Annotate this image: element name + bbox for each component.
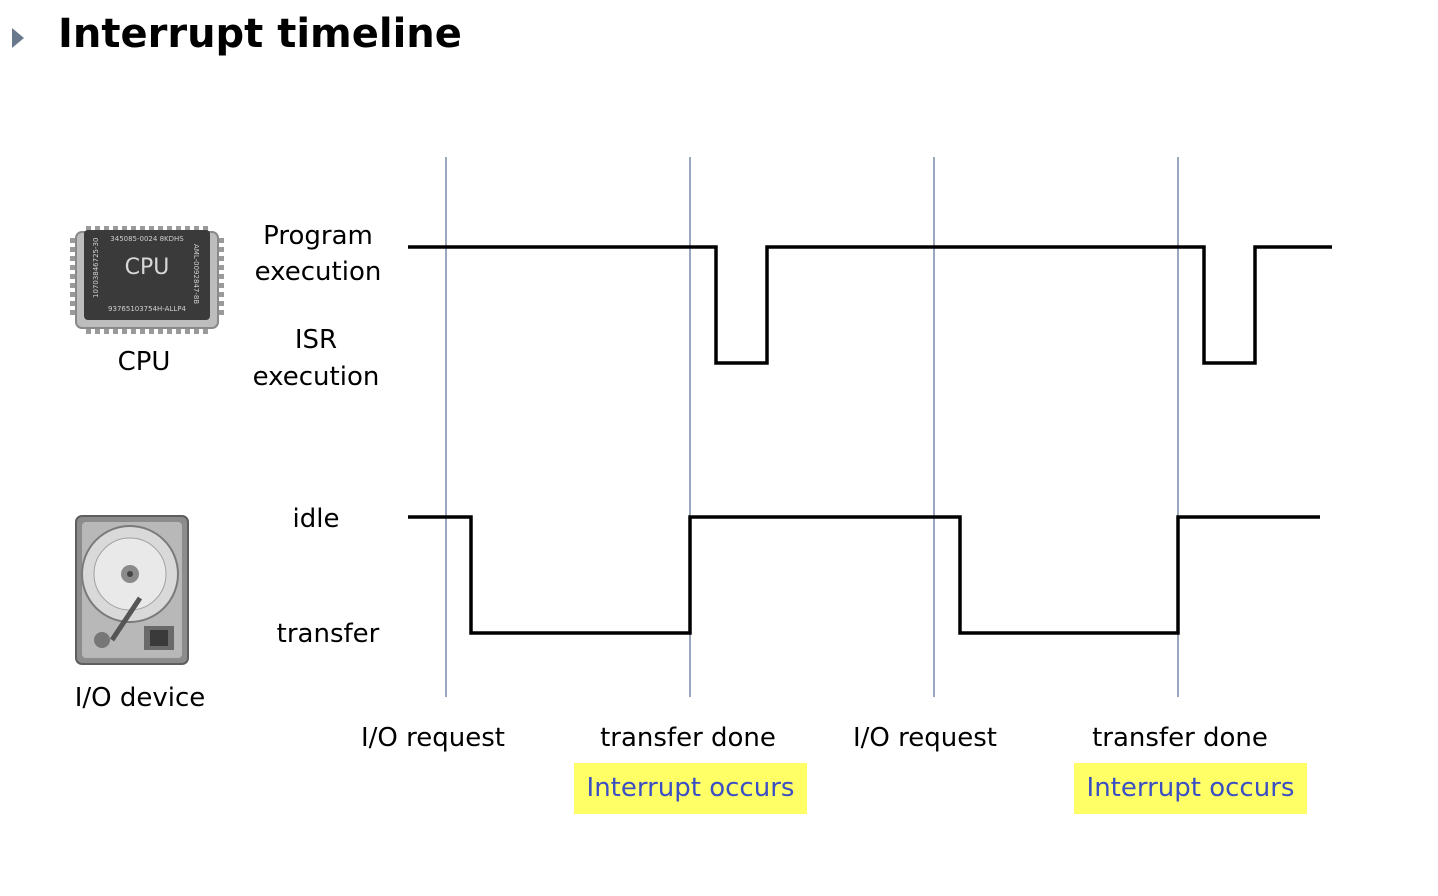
- program-execution-label-line1: Program: [263, 221, 373, 251]
- chip-pin: [70, 265, 78, 270]
- chip-pin: [131, 226, 136, 232]
- event-label: I/O request: [853, 723, 997, 753]
- chip-pin: [131, 326, 136, 334]
- chip-pin: [194, 226, 199, 232]
- program-execution-label-line2: execution: [254, 257, 382, 287]
- event-label: transfer done: [1092, 723, 1268, 753]
- chip-pin: [149, 226, 154, 232]
- chip-pin: [203, 326, 208, 334]
- cpu-signal: [408, 245, 1332, 365]
- chip-pin: [216, 274, 224, 279]
- io-signal: [408, 515, 1320, 635]
- event-guides: [445, 157, 1179, 697]
- isr-execution-label-line2: execution: [252, 362, 380, 392]
- chip-pin: [70, 301, 78, 306]
- chip-pin: [70, 274, 78, 279]
- idle-label: idle: [292, 504, 340, 534]
- chip-pin: [216, 283, 224, 288]
- chip-cpu-text: CPU: [125, 255, 170, 280]
- transfer-label: transfer: [276, 619, 380, 649]
- chip-pin: [203, 226, 208, 232]
- chip-pin: [113, 226, 118, 232]
- chip-pin: [70, 256, 78, 261]
- cpu-chip-icon: CPU 345085-0024 8KDHS 93765103754H-ALLP4…: [70, 226, 224, 334]
- chip-pin: [158, 326, 163, 334]
- chip-bottom-text: 93765103754H-ALLP4: [108, 305, 186, 313]
- chip-pin: [185, 226, 190, 232]
- chip-pin: [216, 238, 224, 243]
- chip-top-text: 345085-0024 8KDHS: [110, 235, 184, 243]
- chip-pin: [113, 326, 118, 334]
- chip-pin: [122, 226, 127, 232]
- chip-pin: [104, 226, 109, 232]
- chip-right-text: AML-0092847-8B: [192, 244, 200, 304]
- chip-pin: [104, 326, 109, 334]
- chip-pin: [194, 326, 199, 334]
- chip-pin: [70, 247, 78, 252]
- chip-pin: [216, 256, 224, 261]
- chip-pin: [122, 326, 127, 334]
- chip-pin: [216, 310, 224, 315]
- event-label: I/O request: [361, 723, 505, 753]
- interrupt-callout: Interrupt occurs: [574, 763, 807, 814]
- page-title: Interrupt timeline: [58, 11, 462, 57]
- chip-pin: [86, 226, 91, 232]
- chip-pin: [70, 292, 78, 297]
- chip-pin: [95, 226, 100, 232]
- chip-pin: [176, 226, 181, 232]
- chip-pin: [216, 301, 224, 306]
- chip-pin: [185, 326, 190, 334]
- title-bullet-icon: [12, 28, 24, 48]
- chip-pin: [140, 326, 145, 334]
- chip-pin: [167, 326, 172, 334]
- chip-pin: [158, 226, 163, 232]
- interrupt-callout: Interrupt occurs: [1074, 763, 1307, 814]
- chip-pin: [95, 326, 100, 334]
- chip-pin: [176, 326, 181, 334]
- chip-pin: [216, 265, 224, 270]
- chip-pin: [149, 326, 154, 334]
- chip-pin: [216, 247, 224, 252]
- chip-pin: [70, 238, 78, 243]
- chip-pin: [70, 310, 78, 315]
- chip-pin: [216, 292, 224, 297]
- chip-pin: [140, 226, 145, 232]
- chip-pin: [86, 326, 91, 334]
- event-label: transfer done: [600, 723, 776, 753]
- io-device-label: I/O device: [74, 683, 206, 713]
- chip-pin: [167, 226, 172, 232]
- cpu-label: CPU: [117, 347, 171, 377]
- chip-pin: [70, 283, 78, 288]
- hard-drive-icon: [75, 515, 189, 665]
- chip-left-text: 10703846725-30: [92, 238, 100, 298]
- isr-execution-label-line1: ISR: [294, 325, 338, 355]
